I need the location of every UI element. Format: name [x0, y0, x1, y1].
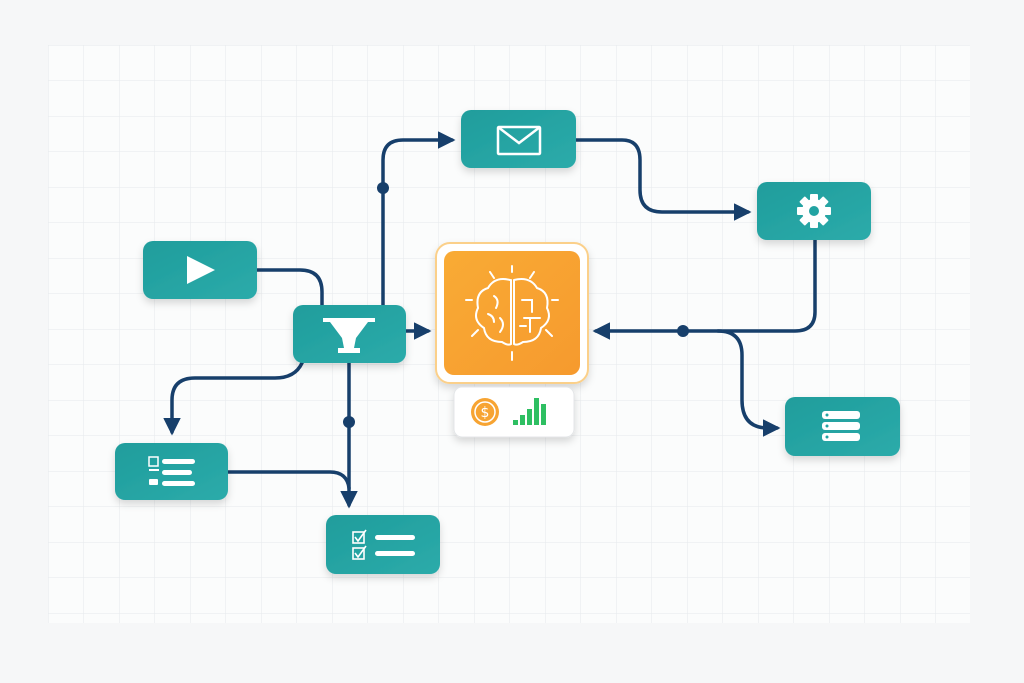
junction-dots [343, 182, 689, 428]
node-checklist[interactable] [326, 515, 440, 574]
node-filter[interactable] [293, 305, 406, 363]
node-form[interactable] [115, 443, 228, 500]
node-finance[interactable]: $ [453, 386, 575, 438]
envelope-icon [496, 125, 542, 156]
junction-dot [343, 416, 355, 428]
node-ai-brain[interactable] [435, 242, 589, 384]
form-list-icon [148, 456, 195, 486]
junction-dot [377, 182, 389, 194]
connector-email-settings [574, 138, 752, 221]
funnel-icon [323, 318, 375, 353]
svg-text:$: $ [481, 405, 490, 421]
gear-icon [797, 194, 831, 228]
connector-play-filter [255, 268, 324, 307]
checklist-icon [352, 529, 367, 560]
node-database[interactable] [785, 397, 900, 456]
connectors [163, 131, 817, 509]
connector-settings-ai [592, 238, 817, 340]
connector-split-database [716, 329, 781, 437]
connector-filter-email [381, 131, 456, 307]
connector-form-checklist [226, 470, 351, 490]
brain-circuit-icon [465, 265, 559, 361]
connector-filter-form [163, 361, 304, 436]
dollar-coin-icon: $ [471, 398, 499, 426]
bar-chart-icon [513, 398, 546, 425]
database-stack-icon [822, 411, 860, 441]
junction-dot [677, 325, 689, 337]
node-email[interactable] [461, 110, 576, 168]
node-settings[interactable] [757, 182, 871, 240]
node-play[interactable] [143, 241, 257, 299]
play-icon [187, 256, 215, 284]
